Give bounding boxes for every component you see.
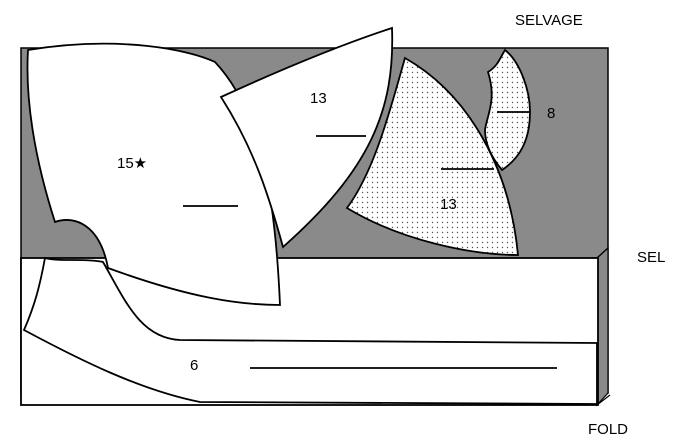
piece-13-upper-number: 13 xyxy=(310,90,327,107)
piece-8-number: 8 xyxy=(547,105,556,122)
fold-top-depth-line xyxy=(596,247,609,259)
piece-13-dotted-outline xyxy=(345,56,519,256)
piece-15-number: 15★ xyxy=(117,155,148,172)
piece-13-dotted-number: 13 xyxy=(440,196,457,213)
piece-8-outline xyxy=(484,48,531,172)
selvage-top-label: SELVAGE xyxy=(515,12,583,29)
piece-6-number: 6 xyxy=(190,357,199,374)
piece-15-outline xyxy=(26,42,281,306)
piece-13-upper-outline xyxy=(219,26,394,249)
fold-bottom-depth-line xyxy=(596,394,611,406)
fold-label: FOLD xyxy=(588,421,629,438)
selvage-right-label: SEL xyxy=(637,249,666,266)
